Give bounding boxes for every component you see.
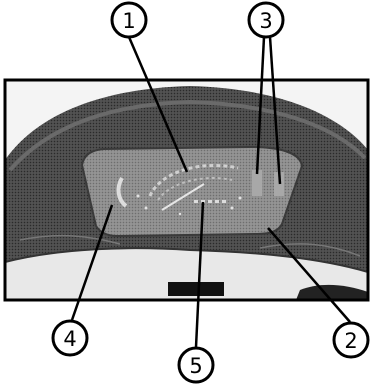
callout-5: 5 (179, 348, 213, 382)
callout-label-2: 2 (344, 329, 357, 353)
callout-label-3: 3 (259, 9, 272, 33)
callout-4: 4 (53, 321, 87, 355)
callout-label-4: 4 (63, 327, 76, 351)
callout-2: 2 (334, 323, 368, 357)
display-lens (82, 147, 302, 236)
callout-label-5: 5 (189, 354, 202, 378)
callout-label-1: 1 (122, 9, 135, 33)
callout-1: 1 (112, 3, 146, 37)
callout-3: 3 (249, 3, 283, 37)
